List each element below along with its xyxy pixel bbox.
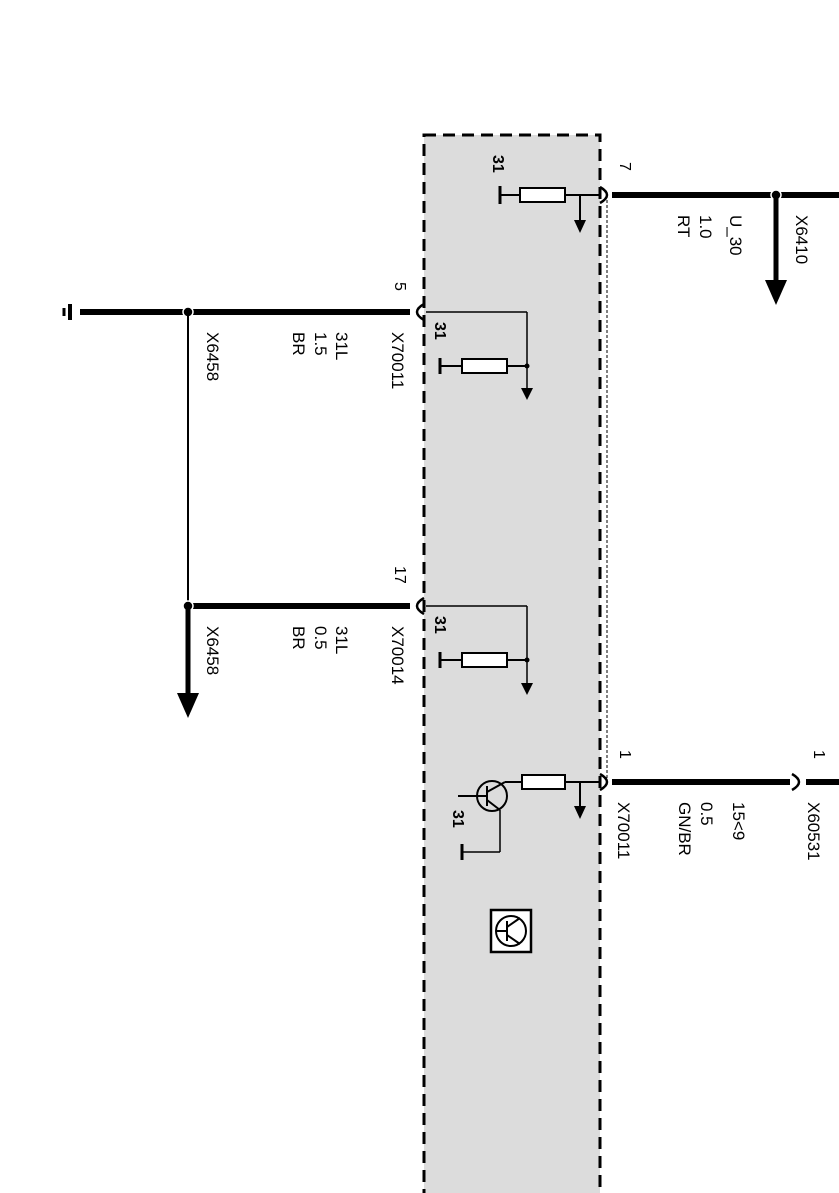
wire17-color: BR (289, 626, 308, 650)
wire5-splice: X6458 (203, 332, 222, 381)
wire5-connector: X70011 (388, 332, 407, 389)
wire7-signal: U_30 (726, 215, 745, 256)
wire17-signal: 31L (332, 626, 351, 654)
wire7-gauge: 1.0 (696, 215, 715, 239)
wire7-connector: X6410 (792, 215, 811, 264)
ground-arrow-icon (521, 388, 533, 400)
pin-label-1: 1 (616, 750, 633, 759)
wire1-signal: 15<9 (729, 802, 748, 840)
arrow-down-x6458 (177, 693, 199, 718)
wire1-connector: X70011 (614, 802, 633, 859)
circuit-pin-5 (62, 302, 533, 400)
ground-label-top: 31 (489, 155, 506, 173)
wire5-gauge: 1.5 (311, 332, 330, 356)
wire5-color: BR (289, 332, 308, 356)
resistor-icon (519, 187, 566, 203)
ground-label-17: 31 (431, 616, 448, 634)
wire17-gauge: 0.5 (311, 626, 330, 650)
resistor-icon (521, 774, 566, 790)
wire7-color: RT (674, 215, 693, 237)
resistor-icon (461, 358, 508, 374)
wire17-connector: X70014 (388, 626, 407, 685)
ground-arrow-icon (574, 220, 586, 233)
ground-arrow-icon (574, 806, 586, 819)
wire17-splice: X6458 (203, 626, 222, 675)
wire1-gauge: 0.5 (697, 802, 716, 826)
wire1-color: GN/BR (675, 802, 694, 856)
circuit-pin-1 (458, 772, 839, 860)
ground-arrow-icon (521, 683, 533, 695)
resistor-icon (461, 652, 508, 668)
wire1-far-connector: X60531 (804, 802, 823, 861)
pin-label-7: 7 (616, 162, 633, 171)
ground-label-5: 31 (431, 322, 448, 340)
control-module-box (422, 133, 602, 1193)
circuit-pin-17 (177, 596, 533, 718)
pin-label-1-connector: 1 (810, 750, 827, 759)
pin-label-5: 5 (391, 282, 408, 291)
pin-label-17: 17 (391, 566, 408, 584)
arrow-down-x6410 (765, 280, 787, 305)
circuit-pin-7 (498, 185, 839, 305)
ground-label-transistor: 31 (449, 810, 466, 828)
wire5-signal: 31L (332, 332, 351, 360)
module-symbol-icon (489, 908, 533, 954)
